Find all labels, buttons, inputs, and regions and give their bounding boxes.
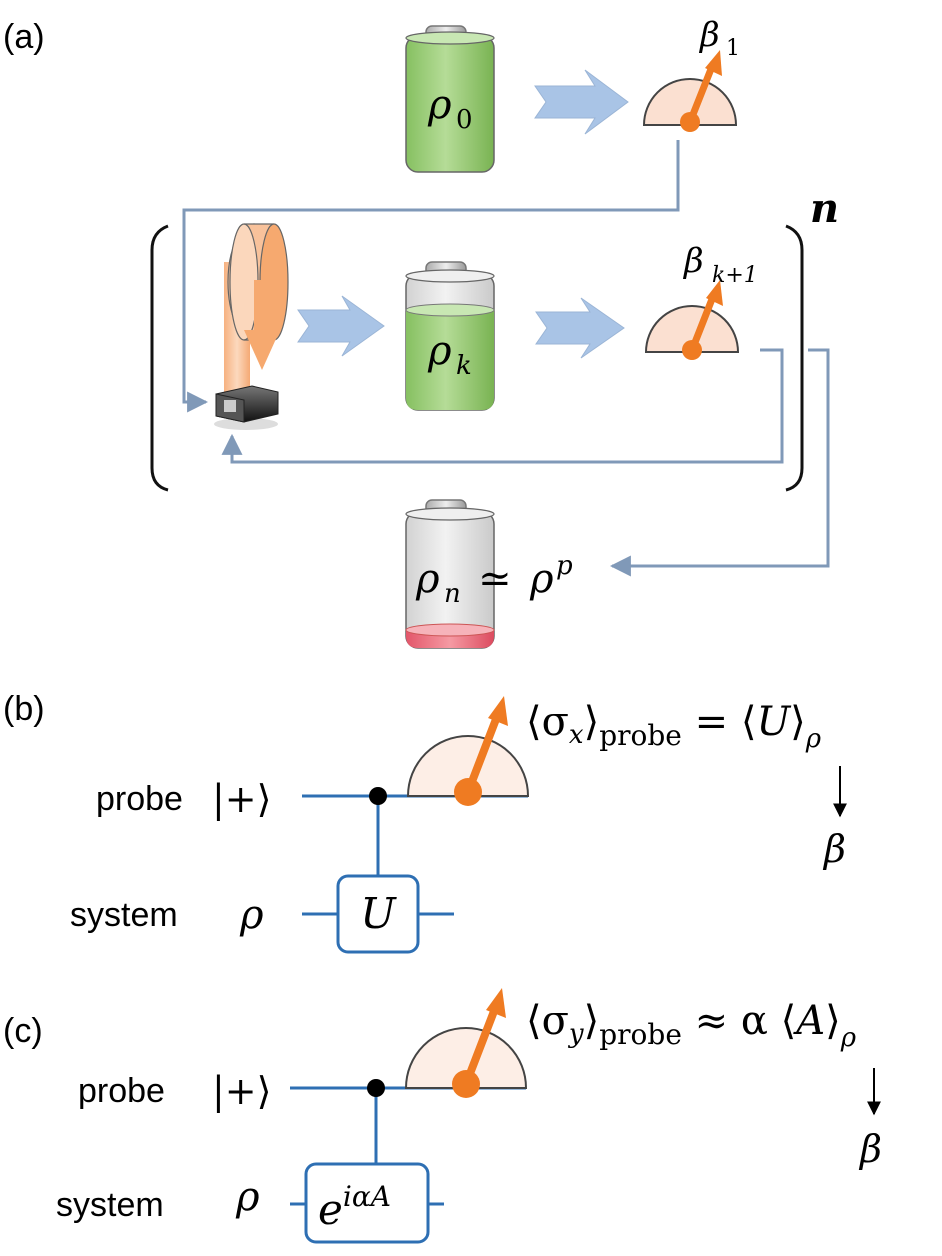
approx-symbol: ≃ [478, 556, 512, 602]
probe-state: |+⟩ [212, 777, 271, 821]
flow-arrow-icon [534, 69, 629, 135]
meter-mid-label: β [682, 241, 704, 281]
equation-b: ⟨σx⟩probe = ⟨U⟩ρ [526, 699, 822, 754]
flow-arrow-icon [535, 297, 625, 359]
equation-c: ⟨σy⟩probe ≈ α ⟨A⟩ρ [526, 998, 857, 1053]
meter-icon [404, 988, 528, 1098]
meter-icon [644, 280, 740, 360]
output-line [609, 348, 830, 577]
laser-icon [224, 223, 289, 402]
right-bracket [785, 224, 804, 492]
device-block-icon [214, 385, 279, 430]
panel-label-b: (b) [3, 690, 45, 728]
panel-label-a: (a) [3, 18, 45, 56]
probe-label: probe [96, 780, 183, 818]
system-label: system [56, 1186, 164, 1224]
probe-state: |+⟩ [212, 1069, 271, 1113]
battery-mid-label: ρ [427, 328, 452, 374]
battery-top-subscript: 0 [456, 105, 473, 135]
feedback-loop-line [221, 348, 784, 464]
meter-mid-subscript: k+1 [712, 263, 758, 288]
battery-bottom-rhs: ρ [529, 556, 554, 602]
gate-box [304, 1162, 430, 1244]
result-beta-c: β [858, 1127, 882, 1171]
battery-empty-icon [405, 499, 495, 649]
system-label: system [70, 896, 178, 934]
meter-top-label: β [698, 15, 720, 55]
flow-arrow-icon [297, 295, 385, 357]
battery-bottom-label: ρ [415, 556, 440, 602]
battery-mid-subscript: k [456, 351, 472, 381]
meter-icon [642, 50, 738, 132]
panel-label-c: (c) [3, 1012, 43, 1050]
battery-bottom-subscript: n [444, 579, 461, 609]
feedback-line [182, 140, 680, 413]
battery-top-label: ρ [427, 82, 452, 128]
gate-label: eiαA [318, 1180, 391, 1234]
battery-bottom-superscript: p [556, 551, 573, 581]
left-bracket [150, 224, 169, 492]
result-beta-b: β [822, 827, 846, 871]
system-state: ρ [239, 892, 264, 938]
system-state: ρ [235, 1174, 260, 1220]
control-dot [367, 1079, 385, 1097]
meter-icon [406, 696, 530, 806]
gate-label: U [360, 889, 397, 938]
control-dot [369, 787, 387, 805]
gate-box [336, 874, 420, 954]
probe-label: probe [78, 1072, 165, 1110]
battery-full-icon [405, 25, 495, 173]
battery-partial-icon [405, 261, 495, 411]
repeat-count: n [810, 185, 839, 232]
meter-top-subscript: 1 [726, 36, 740, 61]
